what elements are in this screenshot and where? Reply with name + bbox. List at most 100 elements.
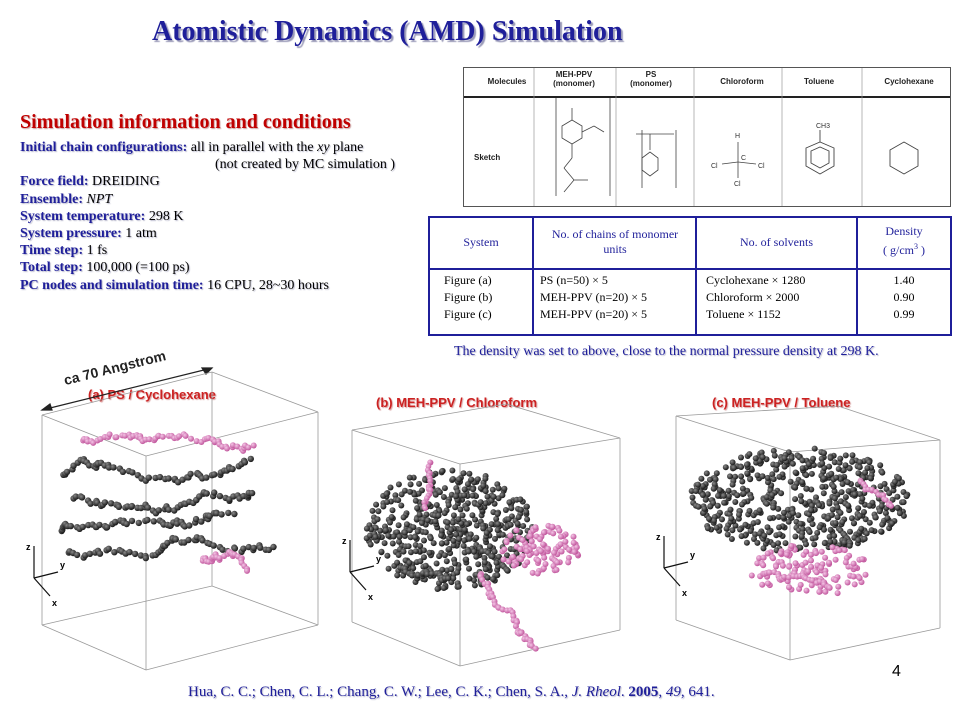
atom-bead	[523, 503, 530, 510]
atom-beads	[58, 431, 911, 652]
atom-bead	[688, 488, 695, 494]
atom-bead	[855, 470, 862, 477]
info-value: (not created by MC simulation )	[215, 157, 396, 173]
chloroform-cl2: Cl	[758, 163, 765, 170]
atom-bead	[203, 474, 210, 481]
atom-bead	[493, 516, 500, 522]
atom-bead	[540, 541, 547, 548]
atom-bead	[491, 548, 498, 555]
atom-bead	[443, 539, 450, 546]
atom-bead	[473, 553, 480, 560]
atom-bead	[494, 527, 501, 534]
atom-bead	[210, 542, 217, 549]
table-cell: Toluene × 1152	[706, 307, 781, 321]
info-label: Force field:	[20, 174, 89, 190]
table-cell: PS (n=50) × 5	[540, 273, 608, 287]
atom-bead	[472, 516, 479, 523]
atom-bead	[532, 524, 539, 531]
atom-bead	[861, 509, 867, 515]
atom-bead	[799, 457, 806, 464]
atom-bead	[754, 472, 761, 479]
atom-bead	[797, 581, 804, 588]
atom-bead	[448, 566, 455, 573]
atom-bead	[537, 536, 543, 543]
atom-bead	[808, 470, 815, 477]
atom-bead	[471, 582, 478, 589]
atom-bead	[722, 464, 729, 471]
atom-bead	[845, 488, 852, 495]
atom-bead	[105, 545, 112, 552]
atom-bead	[123, 520, 130, 528]
atom-bead	[839, 481, 846, 487]
atom-bead	[727, 506, 734, 513]
atom-bead	[182, 432, 189, 439]
atom-bead	[775, 505, 782, 512]
atom-bead	[729, 481, 736, 488]
atom-bead	[895, 475, 902, 482]
atom-bead	[128, 517, 136, 525]
atom-bead	[86, 550, 94, 557]
atom-bead	[416, 480, 423, 487]
col-density: 1.40 0.90 0.99	[858, 272, 950, 323]
atom-bead	[482, 488, 489, 495]
info-row: System pressure: 1 atm	[20, 225, 395, 242]
atom-bead	[878, 528, 885, 535]
atom-bead	[216, 492, 224, 500]
atom-bead	[481, 559, 488, 566]
atom-bead	[229, 465, 236, 473]
molecule-sketch-table: Molecules MEH-PPV (monomer) PS (monomer)…	[463, 67, 951, 207]
atom-bead	[387, 519, 393, 526]
axis-x-c: x	[682, 588, 687, 598]
mol-header-ps: PS (monomer)	[630, 70, 672, 88]
axis-y-a: y	[60, 560, 65, 570]
atom-bead	[534, 570, 541, 577]
atom-bead	[842, 494, 849, 501]
atom-bead	[119, 468, 127, 475]
atom-bead	[396, 533, 403, 540]
info-label: System pressure:	[20, 226, 122, 242]
atom-bead	[740, 490, 747, 497]
atom-bead	[729, 459, 736, 466]
atom-bead	[409, 572, 416, 579]
atom-bead	[882, 510, 889, 517]
atom-bead	[433, 560, 440, 567]
molecule-sketches: H C Cl Cl Cl CH3	[533, 68, 919, 206]
atom-bead	[406, 527, 413, 534]
atom-bead	[703, 470, 710, 477]
atom-bead	[378, 548, 385, 555]
chloroform-cl3: Cl	[734, 181, 741, 188]
atom-bead	[786, 563, 793, 570]
atom-bead	[482, 475, 489, 482]
atom-bead	[495, 485, 502, 492]
atom-bead	[810, 455, 817, 462]
atom-bead	[707, 503, 714, 510]
info-value: all in parallel with the	[190, 140, 318, 155]
atom-bead	[808, 551, 814, 558]
atom-bead	[808, 507, 815, 514]
atom-bead	[890, 487, 897, 494]
atom-bead	[518, 506, 524, 513]
atom-bead	[144, 504, 152, 511]
atom-bead	[562, 538, 569, 545]
atom-bead	[827, 526, 834, 533]
atom-bead	[775, 514, 782, 520]
atom-bead	[422, 562, 429, 569]
atom-bead	[412, 497, 419, 504]
atom-bead	[417, 558, 424, 565]
cyclohexane-structure	[889, 141, 919, 175]
atom-bead	[894, 493, 901, 500]
citation-year: 2005	[628, 684, 659, 700]
atom-bead	[113, 434, 120, 441]
atom-bead	[770, 542, 777, 548]
atom-bead	[785, 574, 792, 581]
atom-bead	[250, 544, 258, 552]
table-cell: MEH-PPV (n=20) × 5	[540, 307, 647, 321]
atom-bead	[840, 467, 847, 474]
atom-bead	[811, 445, 818, 452]
atom-bead	[743, 461, 750, 468]
atom-bead	[566, 546, 573, 553]
atom-bead	[490, 576, 496, 583]
atom-bead	[126, 548, 133, 556]
atom-bead	[466, 565, 472, 572]
atom-bead	[557, 541, 564, 548]
